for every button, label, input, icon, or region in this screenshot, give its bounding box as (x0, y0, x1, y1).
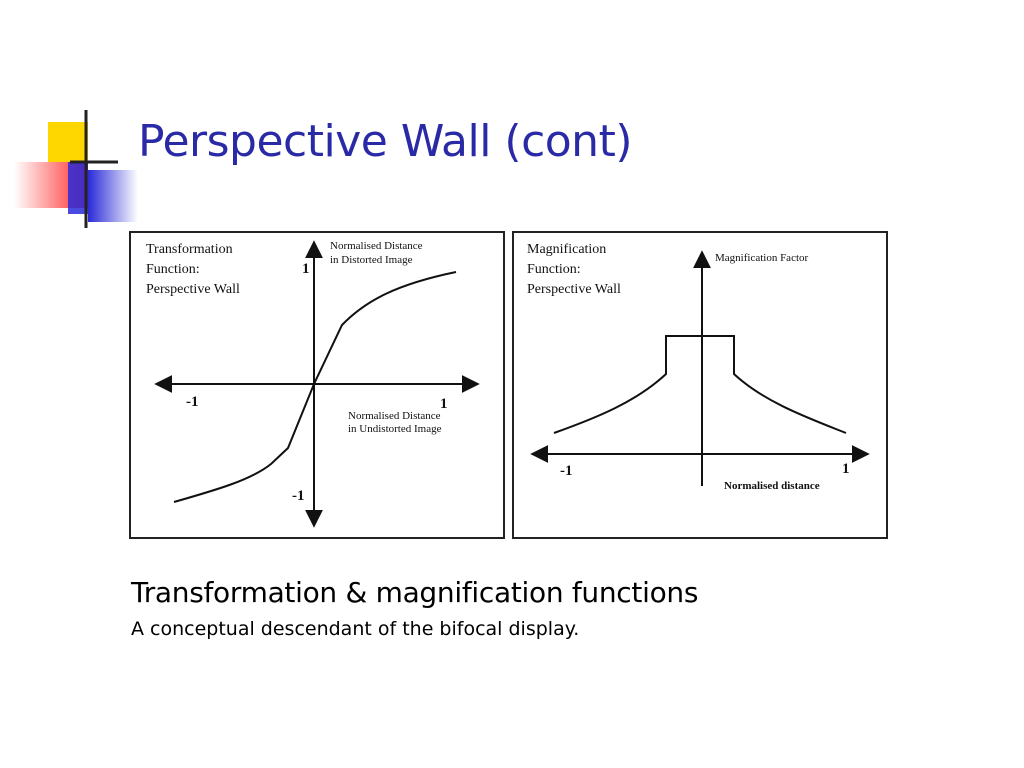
transformation-panel: Transformation Function: Perspective Wal… (129, 231, 505, 539)
blue-stripe (68, 162, 88, 214)
magnification-curve (553, 335, 847, 434)
magnification-y-axis-label: Magnification Factor (715, 252, 809, 264)
transformation-y-max-label: 1 (302, 261, 310, 277)
diagram-figure: Transformation Function: Perspective Wal… (129, 231, 888, 539)
transformation-y-axis-label-line-2: in Distorted Image (330, 254, 413, 266)
transformation-title-line-1: Transformation (146, 242, 233, 257)
blue-block (88, 170, 138, 222)
transformation-x-min-label: -1 (186, 394, 199, 410)
magnification-x-axis-label: Normalised distance (724, 480, 820, 492)
magnification-x-min-label: -1 (560, 463, 573, 479)
magnification-panel: Magnification Function: Perspective Wall… (512, 231, 888, 539)
transformation-x-max-label: 1 (440, 396, 448, 412)
transformation-x-axis-label-line-1: Normalised Distance (348, 410, 441, 422)
caption: Transformation & magnification functions (131, 576, 699, 609)
transformation-title-line-2: Function: (146, 262, 200, 277)
transformation-y-min-label: -1 (292, 488, 305, 504)
transformation-title-line-3: Perspective Wall (146, 282, 240, 297)
subcaption: A conceptual descendant of the bifocal d… (131, 618, 580, 640)
corner-decoration (14, 110, 138, 228)
magnification-title-line-2: Function: (527, 262, 581, 277)
transformation-x-axis-label-line-2: in Undistorted Image (348, 423, 442, 435)
magnification-x-max-label: 1 (842, 461, 850, 477)
transformation-curve (173, 271, 457, 503)
transformation-y-axis-label-line-1: Normalised Distance (330, 240, 423, 252)
magnification-title-line-3: Perspective Wall (527, 282, 621, 297)
magnification-panel-frame (512, 231, 888, 539)
transformation-panel-frame (129, 231, 505, 539)
magnification-title-line-1: Magnification (527, 242, 606, 257)
yellow-block (48, 122, 88, 164)
slide-title: Perspective Wall (cont) (138, 116, 632, 167)
